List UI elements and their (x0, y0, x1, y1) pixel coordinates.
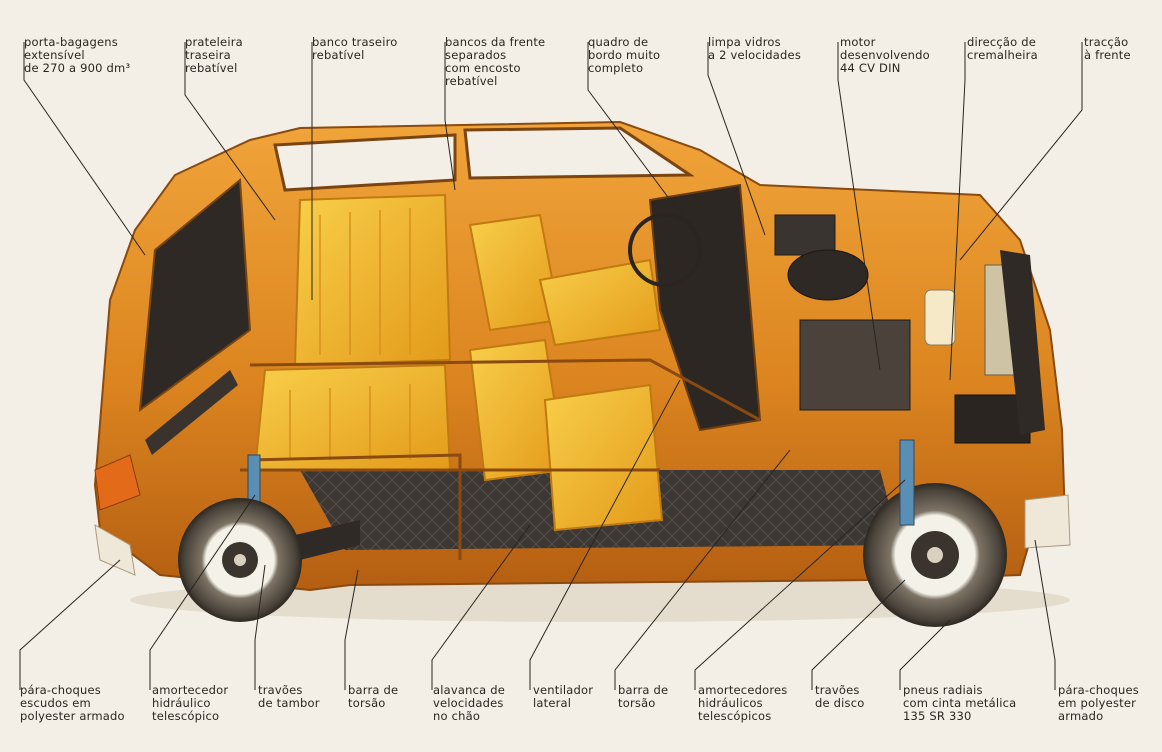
label-rear-torsion-bar: barra de torsão (348, 684, 398, 710)
label-line: rebatível (185, 61, 238, 75)
front-shock-absorber (899, 439, 915, 526)
label-front-seats: bancos da frente separados com encosto r… (445, 36, 545, 88)
label-line: barra de (618, 683, 669, 697)
leader-lines-bottom (19, 379, 1056, 690)
label-line: bordo muito (588, 48, 661, 62)
label-gear-lever: alavanca de velocidades no chão (433, 684, 505, 723)
label-rear-shock: amortecedor hidráulico telescópico (152, 684, 228, 723)
label-line: armado (1058, 709, 1104, 723)
label-line: no chão (433, 709, 481, 723)
label-line: amortecedor (152, 683, 229, 697)
label-rear-shelf: prateleira traseira rebatível (185, 36, 243, 75)
sunroof-front-window (463, 126, 695, 180)
label-line: telescópicos (698, 709, 772, 723)
air-filter-housing (787, 249, 869, 301)
label-line: direcção de (967, 35, 1037, 49)
label-disc-brakes: travões de disco (815, 684, 864, 710)
rear-hatch (138, 177, 252, 413)
air-filter (774, 214, 836, 256)
front-grille (1000, 250, 1045, 435)
label-line: pára-choques (1058, 683, 1139, 697)
rear-wheel (178, 498, 302, 622)
label-wipers: limpa vidros a 2 velocidades (708, 36, 801, 62)
coolant-tank (924, 289, 956, 346)
label-line: rebatível (312, 48, 365, 62)
label-line: porta-bagagens (24, 35, 118, 49)
label-line: travões (815, 683, 860, 697)
label-line: torsão (618, 696, 656, 710)
label-line: hidráulico (152, 696, 211, 710)
label-front-torsion-bar: barra de torsão (618, 684, 668, 710)
front-wheel (863, 483, 1007, 627)
label-line: escudos em (20, 696, 91, 710)
label-line: 135 SR 330 (903, 709, 972, 723)
label-line: hidráulicos (698, 696, 763, 710)
label-line: alavanca de (433, 683, 506, 697)
front-seat-upper-cushion (538, 258, 662, 347)
label-luggage-compartment: porta-bagagens extensível de 270 a 900 d… (24, 36, 130, 75)
label-line: a 2 velocidades (708, 48, 802, 62)
steering-wheel (628, 213, 702, 287)
label-line: polyester armado (20, 709, 125, 723)
rear-seat-back (293, 193, 452, 367)
label-line: torsão (348, 696, 386, 710)
label-line: tracção (1084, 35, 1129, 49)
label-line: velocidades (433, 696, 504, 710)
label-drum-brakes: travões de tambor (258, 684, 320, 710)
dashboard (648, 183, 762, 432)
leader-lines-top (23, 42, 1083, 381)
label-line: limpa vidros (708, 35, 781, 49)
label-line: completo (588, 61, 644, 75)
label-line: de tambor (258, 696, 320, 710)
label-line: prateleira (185, 35, 243, 49)
car-shadow (130, 578, 1070, 622)
label-line: lateral (533, 696, 572, 710)
label-line: extensível (24, 48, 85, 62)
label-line: cremalheira (967, 48, 1038, 62)
label-line: com cinta metálica (903, 696, 1017, 710)
label-line: amortecedores (698, 683, 788, 697)
label-line: traseira (185, 48, 231, 62)
label-engine: motor desenvolvendo 44 CV DIN (840, 36, 930, 75)
label-line: de disco (815, 696, 865, 710)
label-line: bancos da frente (445, 35, 546, 49)
label-rear-seat: banco traseiro rebatível (312, 36, 398, 62)
label-line: travões (258, 683, 303, 697)
label-rear-bumper: pára-choques escudos em polyester armado (20, 684, 125, 723)
rear-lamp (94, 454, 141, 511)
rear-seat-cushion (253, 363, 452, 471)
label-line: rebatível (445, 74, 498, 88)
label-line: motor (840, 35, 876, 49)
label-line: barra de (348, 683, 399, 697)
label-line: 44 CV DIN (840, 61, 901, 75)
label-line: telescópico (152, 709, 220, 723)
label-line: pneus radiais (903, 683, 983, 697)
label-line: quadro de (588, 35, 649, 49)
label-steering: direcção de cremalheira (967, 36, 1038, 62)
label-line: ventilador (533, 683, 594, 697)
label-line: separados (445, 48, 507, 62)
front-bumper (1024, 494, 1071, 549)
rear-bumper (94, 524, 136, 576)
label-side-ventilator: ventilador lateral (533, 684, 593, 710)
label-line: de 270 a 900 dm³ (24, 61, 131, 75)
label-line: à frente (1084, 48, 1131, 62)
label-line: desenvolvendo (840, 48, 930, 62)
front-seat-lower-cushion (543, 383, 664, 532)
label-front-bumper: pára-choques em polyester armado (1058, 684, 1139, 723)
label-line: com encosto (445, 61, 521, 75)
label-line: em polyester (1058, 696, 1137, 710)
label-radial-tyres: pneus radiais com cinta metálica 135 SR … (903, 684, 1016, 723)
engine-block (799, 319, 911, 411)
label-front-shocks: amortecedores hidráulicos telescópicos (698, 684, 787, 723)
label-front-wheel-drive: tracção à frente (1084, 36, 1131, 62)
rear-vent-grille (145, 370, 238, 455)
sunroof-rear-window (273, 133, 457, 192)
label-line: banco traseiro (312, 35, 398, 49)
label-dashboard: quadro de bordo muito completo (588, 36, 660, 75)
label-line: pára-choques (20, 683, 101, 697)
